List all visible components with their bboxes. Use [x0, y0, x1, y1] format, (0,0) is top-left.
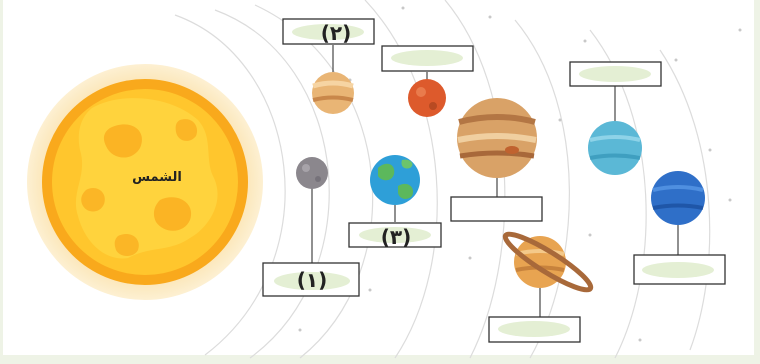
sun-label: الشمس [132, 170, 182, 185]
label-box-uranus[interactable] [569, 61, 662, 87]
label-box-venus[interactable] [282, 18, 375, 45]
jupiter-planet [457, 98, 537, 178]
label-box-earth[interactable] [348, 222, 442, 248]
connector-lines [311, 45, 679, 317]
label-box-saturn[interactable] [488, 316, 581, 343]
label-box-jupiter[interactable] [450, 196, 543, 222]
venus-planet [312, 72, 354, 114]
label-box-mercury[interactable] [262, 262, 360, 297]
saturn-planet [502, 231, 594, 293]
label-box-mars[interactable] [381, 45, 474, 72]
neptune-planet [651, 171, 705, 225]
mars-planet [408, 79, 446, 117]
venus-label: (٢) [321, 21, 352, 45]
uranus-planet [588, 121, 642, 175]
earth-planet [370, 155, 420, 205]
mercury-planet [296, 157, 328, 189]
label-box-neptune[interactable] [633, 254, 726, 285]
mercury-label: (١) [297, 268, 328, 292]
sun [27, 64, 263, 300]
earth-label: (٣) [381, 225, 412, 249]
